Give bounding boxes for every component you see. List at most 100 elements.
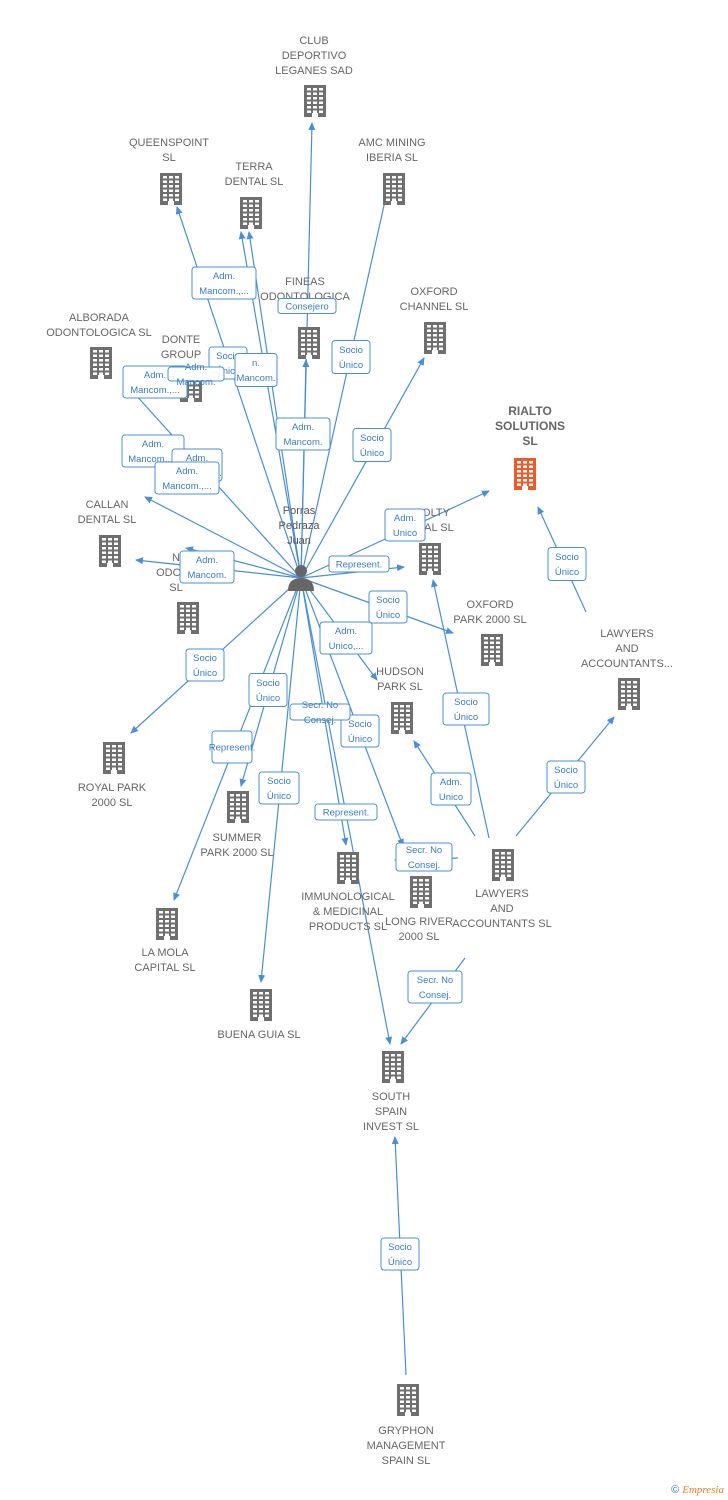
node-label-line: SOLUTIONS [495, 419, 565, 433]
node-label-line: LAWYERS [600, 628, 653, 640]
relation-label-text: Único [376, 610, 400, 621]
node-label-line: TERRA [235, 161, 273, 173]
building-icon [391, 702, 413, 734]
building-icon [492, 849, 514, 881]
node-label-line: MANAGEMENT [367, 1440, 446, 1452]
node-label-line: ACCOUNTANTS SL [452, 918, 551, 930]
relation-label-text: Mancom. [176, 377, 215, 388]
relation-label[interactable]: Represent. [314, 803, 378, 821]
relation-label[interactable]: Consejero [277, 298, 337, 314]
person-icon [288, 565, 314, 591]
relation-label[interactable]: Adm.Unico,... [319, 621, 373, 655]
company-node-buena[interactable]: BUENA GUIA SL [217, 989, 301, 1041]
relation-label[interactable]: Adm.Mancom.,... [191, 266, 257, 300]
node-label-line: AND [490, 903, 513, 915]
node-label-line: CHANNEL SL [400, 301, 469, 313]
node-label-line: & MEDICINAL [313, 906, 383, 918]
relation-label-text: Socio [360, 433, 384, 444]
node-label-line: PARK 2000 SL [200, 847, 273, 859]
relation-label-text: Consej. [304, 715, 336, 726]
relation-label[interactable]: Adm.Mancom.,... [154, 461, 220, 495]
relation-label[interactable]: Adm.Unico [384, 508, 426, 542]
building-icon [419, 543, 441, 575]
relation-label-text: Consejero [285, 302, 328, 313]
building-icon [90, 347, 112, 379]
node-label-line: TAL SL [418, 522, 453, 534]
relation-label-text: Socio [388, 1242, 412, 1253]
building-icon [227, 791, 249, 823]
node-label-line: LEGANES SAD [275, 65, 353, 77]
relation-label[interactable]: Adm.Mancom.,... [121, 434, 185, 468]
relation-label[interactable]: Adm.Mancom. [179, 550, 235, 584]
relation-label[interactable]: n.Mancom. [234, 353, 278, 387]
relation-label[interactable]: Adm. Mancom. [275, 417, 331, 451]
node-label-line: ODONTOLOGICA SL [46, 327, 152, 339]
relation-label-text: Único [454, 712, 478, 723]
node-label-line: DENTAL SL [78, 514, 137, 526]
relation-label[interactable]: Represent. [328, 555, 390, 573]
relation-label-text: Secr. No [302, 700, 338, 711]
relation-label-text: Mancom.,... [199, 286, 249, 297]
node-label-line: GROUP [161, 349, 201, 361]
node-label-line: Juan [287, 535, 311, 547]
building-icon [177, 602, 199, 634]
node-label-line: AMC MINING [358, 137, 425, 149]
relation-label-text: Adm. [292, 422, 314, 433]
building-icon [99, 535, 121, 567]
relation-label[interactable]: Adm.Mancom. [167, 362, 225, 388]
relation-label[interactable]: Adm.Unico [430, 772, 472, 806]
relation-label-text: Socio [554, 765, 578, 776]
footer-brand[interactable]: © Empresia [671, 1484, 724, 1496]
node-label-line: GRYPHON [378, 1425, 433, 1437]
relation-label-text: Mancom. [283, 437, 322, 448]
node-label-line: PARK SL [377, 681, 423, 693]
relation-label[interactable]: Represent. [209, 730, 255, 764]
relation-edge [300, 577, 404, 847]
relation-label[interactable]: Secr. No Consej. [289, 700, 351, 726]
relation-label-text: Único [554, 780, 578, 791]
